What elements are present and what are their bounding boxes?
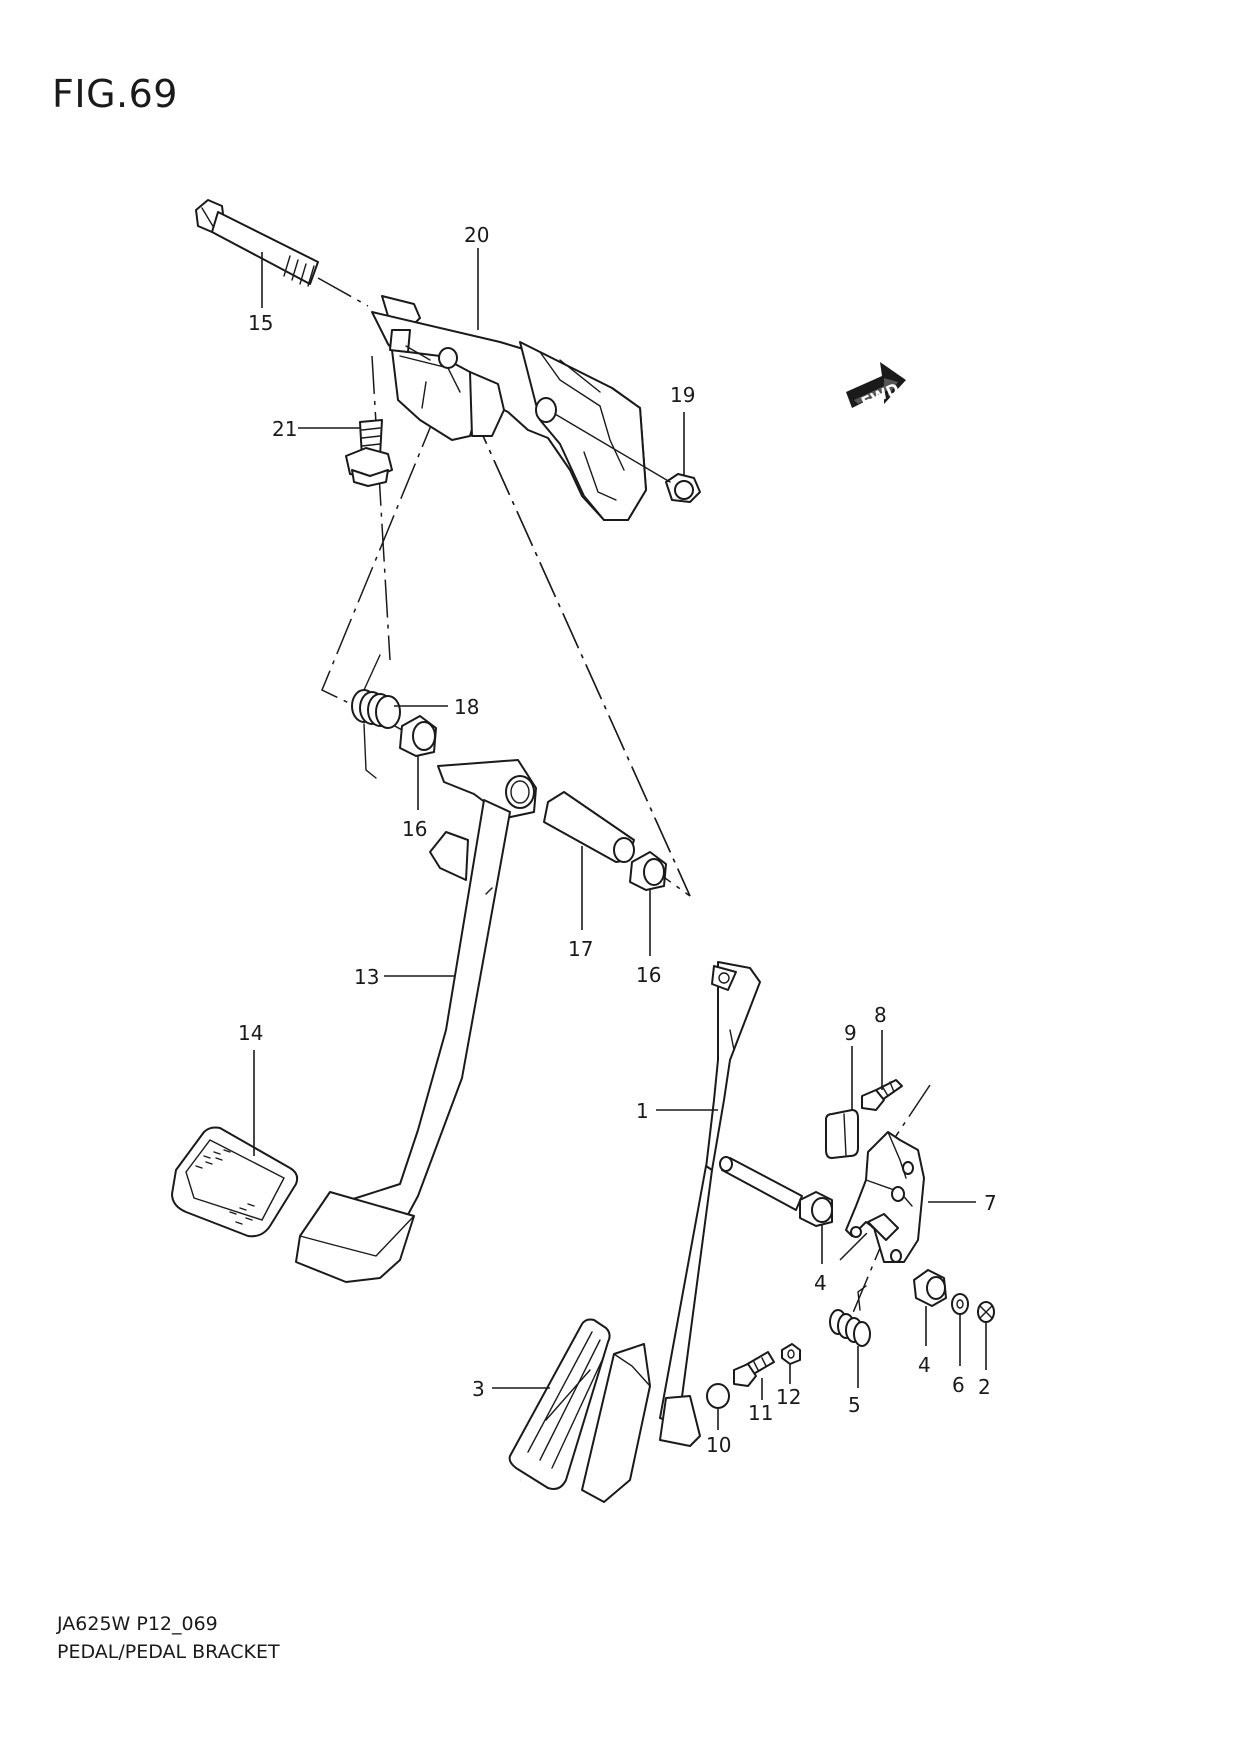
diagram-code: JA625W P12_069 bbox=[57, 1613, 218, 1635]
part-3-accelerator-pad bbox=[508, 1318, 611, 1490]
part-1-accelerator-pedal-arm bbox=[581, 961, 761, 1503]
part-21-bolt bbox=[345, 419, 393, 487]
part-7-accelerator-bracket bbox=[845, 1131, 925, 1263]
callout-1: 1 bbox=[636, 1099, 649, 1123]
part-8-small-bolt bbox=[861, 1079, 903, 1111]
diagram-footer: JA625W P12_069 PEDAL/PEDAL BRACKET bbox=[57, 1610, 280, 1666]
callout-3: 3 bbox=[472, 1377, 485, 1401]
part-5-spring bbox=[829, 1285, 871, 1347]
callout-15: 15 bbox=[248, 311, 273, 335]
callout-6: 6 bbox=[952, 1373, 965, 1397]
part-4-bushing-lower bbox=[913, 1269, 947, 1307]
callout-7: 7 bbox=[984, 1191, 997, 1215]
callout-12: 12 bbox=[776, 1385, 801, 1409]
pedal-pivot-pin bbox=[719, 1156, 803, 1211]
part-20-pedal-bracket bbox=[371, 295, 647, 521]
callout-labels: 15 20 19 21 18 16 17 16 13 14 1 9 8 7 4 … bbox=[238, 223, 997, 1457]
callout-20: 20 bbox=[464, 223, 489, 247]
part-4-bushing-upper bbox=[799, 1191, 833, 1227]
callout-16: 16 bbox=[402, 817, 427, 841]
callout-4: 4 bbox=[814, 1271, 827, 1295]
part-13-brake-pedal-arm bbox=[295, 759, 537, 1283]
callout-16: 16 bbox=[636, 963, 661, 987]
callout-11: 11 bbox=[748, 1401, 773, 1425]
callout-10: 10 bbox=[706, 1433, 731, 1457]
callout-13: 13 bbox=[354, 965, 379, 989]
part-19-nut bbox=[554, 413, 701, 503]
leader-lines bbox=[253, 248, 987, 1430]
callout-21: 21 bbox=[272, 417, 297, 441]
part-15-long-bolt bbox=[195, 199, 319, 287]
part-2-clip bbox=[977, 1301, 995, 1323]
fwd-direction-badge: FWD bbox=[846, 362, 906, 412]
callout-18: 18 bbox=[454, 695, 479, 719]
callout-19: 19 bbox=[670, 383, 695, 407]
part-9-stopper bbox=[825, 1109, 859, 1159]
part-18-return-spring bbox=[351, 654, 401, 779]
callout-8: 8 bbox=[874, 1003, 887, 1027]
part-14-brake-pedal-pad bbox=[171, 1126, 299, 1238]
callout-2: 2 bbox=[978, 1375, 991, 1399]
part-6-washer bbox=[951, 1293, 969, 1315]
pad-tread-marks bbox=[195, 1149, 255, 1225]
part-12-nut bbox=[781, 1343, 801, 1365]
part-16-bushing-right bbox=[629, 851, 667, 891]
callout-5: 5 bbox=[848, 1393, 861, 1417]
callout-14: 14 bbox=[238, 1021, 263, 1045]
part-10-plug bbox=[706, 1383, 730, 1409]
callout-17: 17 bbox=[568, 937, 593, 961]
callout-4: 4 bbox=[918, 1353, 931, 1377]
diagram-name: PEDAL/PEDAL BRACKET bbox=[57, 1641, 280, 1663]
part-11-bolt bbox=[733, 1351, 775, 1387]
figure-title: FIG.69 bbox=[52, 72, 178, 116]
part-16-bushing-left bbox=[399, 715, 437, 757]
callout-9: 9 bbox=[844, 1021, 857, 1045]
part-17-pedal-shaft bbox=[543, 791, 635, 863]
